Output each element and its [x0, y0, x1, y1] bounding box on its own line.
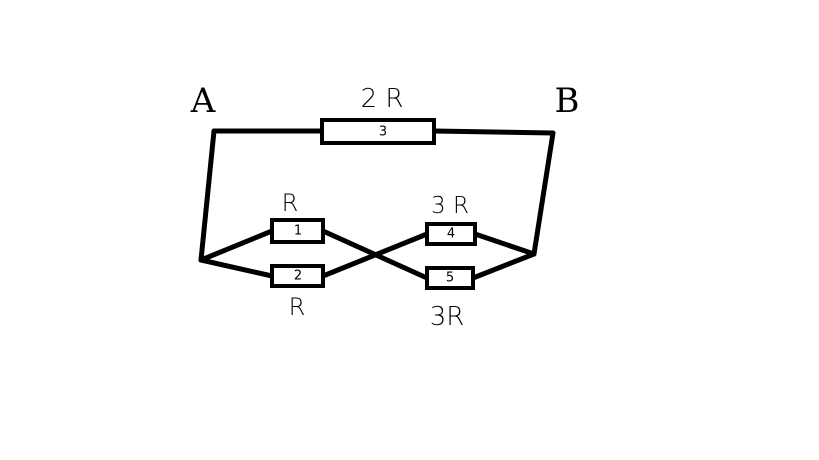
wire-left-to-r2 — [198, 257, 275, 279]
resistor-5-value-label: 3R — [430, 302, 465, 332]
wire-r5-to-right — [470, 251, 537, 281]
resistor-2: 2 — [270, 264, 325, 288]
resistor-3-body — [320, 118, 436, 145]
resistor-4-number: 4 — [447, 227, 455, 242]
resistor-5: 5 — [425, 266, 475, 290]
wires — [198, 128, 556, 281]
resistor-5-body — [425, 266, 475, 290]
wire-b-down — [531, 130, 556, 257]
resistor-2-body — [270, 264, 325, 288]
node-b-label: B — [555, 81, 580, 121]
resistor-1-value-label: R — [282, 189, 299, 217]
resistor-4-value-label: 3 R — [431, 193, 469, 219]
resistor-3: 3 — [320, 118, 436, 145]
wire-r2-to-r4-cross — [320, 231, 430, 279]
resistor-2-number: 2 — [294, 269, 302, 284]
resistor-1-body — [270, 218, 325, 244]
wire-r4-to-right — [472, 231, 537, 257]
wire-r3-to-b — [431, 128, 556, 136]
resistor-5-number: 5 — [446, 271, 454, 286]
wire-a-down — [198, 128, 217, 263]
resistor-1: 1 — [270, 218, 325, 244]
resistor-4: 4 — [425, 222, 477, 246]
resistor-3-number: 3 — [379, 125, 387, 140]
wire-left-to-r1 — [198, 228, 275, 263]
resistor-2-value-label: R — [289, 293, 306, 321]
resistor-3-value-label: 2 R — [361, 84, 404, 114]
resistor-1-number: 1 — [294, 224, 302, 239]
resistor-4-body — [425, 222, 477, 246]
node-a-label: A — [190, 81, 216, 121]
